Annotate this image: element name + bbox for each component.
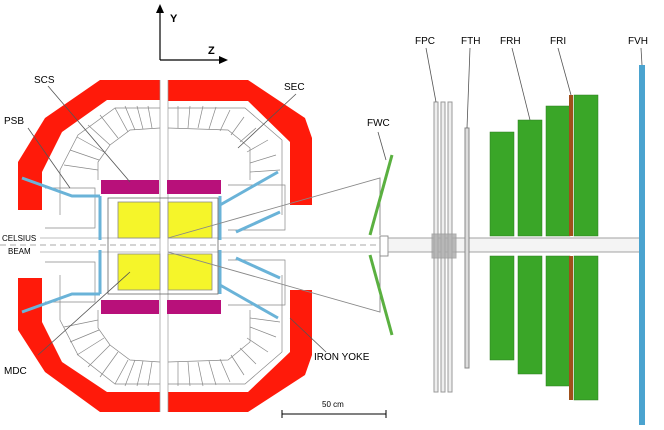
forward-range-interleaving bbox=[569, 95, 573, 400]
label-celsius: CELSIUS bbox=[2, 234, 36, 243]
central-divider bbox=[159, 80, 169, 412]
forward-beam-pipe bbox=[387, 237, 641, 253]
mini-drift-chamber bbox=[107, 197, 219, 295]
label-scs: SCS bbox=[34, 75, 55, 86]
coordinate-axes: Y Z bbox=[156, 4, 228, 64]
axis-y-label: Y bbox=[170, 13, 178, 25]
iron-yoke bbox=[18, 80, 312, 412]
label-iron-yoke: IRON YOKE bbox=[314, 352, 370, 363]
forward-veto-hodoscope bbox=[639, 65, 645, 425]
label-psb: PSB bbox=[4, 116, 24, 127]
label-fth: FTH bbox=[461, 36, 480, 47]
plastic-scintillator-barrel bbox=[21, 170, 281, 320]
superconducting-solenoid bbox=[101, 180, 221, 314]
label-fwc: FWC bbox=[367, 118, 390, 129]
label-fvh: FVH bbox=[628, 36, 648, 47]
forward-window-counter bbox=[368, 154, 394, 336]
label-fri: FRI bbox=[550, 36, 566, 47]
label-beam: BEAM bbox=[8, 247, 31, 256]
label-frh: FRH bbox=[500, 36, 521, 47]
label-sec: SEC bbox=[284, 82, 305, 93]
forward-proportional-chamber bbox=[431, 101, 457, 393]
axis-z-label: Z bbox=[208, 45, 215, 57]
label-leaders bbox=[27, 47, 643, 356]
forward-trigger-hodoscope bbox=[464, 127, 470, 369]
scale-bar-label: 50 cm bbox=[322, 400, 344, 409]
label-fpc: FPC bbox=[415, 36, 435, 47]
label-mdc: MDC bbox=[4, 366, 27, 377]
forward-cone bbox=[167, 177, 389, 313]
scintillator-electromagnetic-calorimeter bbox=[45, 105, 286, 387]
forward-range-hodoscope bbox=[489, 94, 599, 401]
scale-bar: 50 cm bbox=[281, 400, 387, 418]
